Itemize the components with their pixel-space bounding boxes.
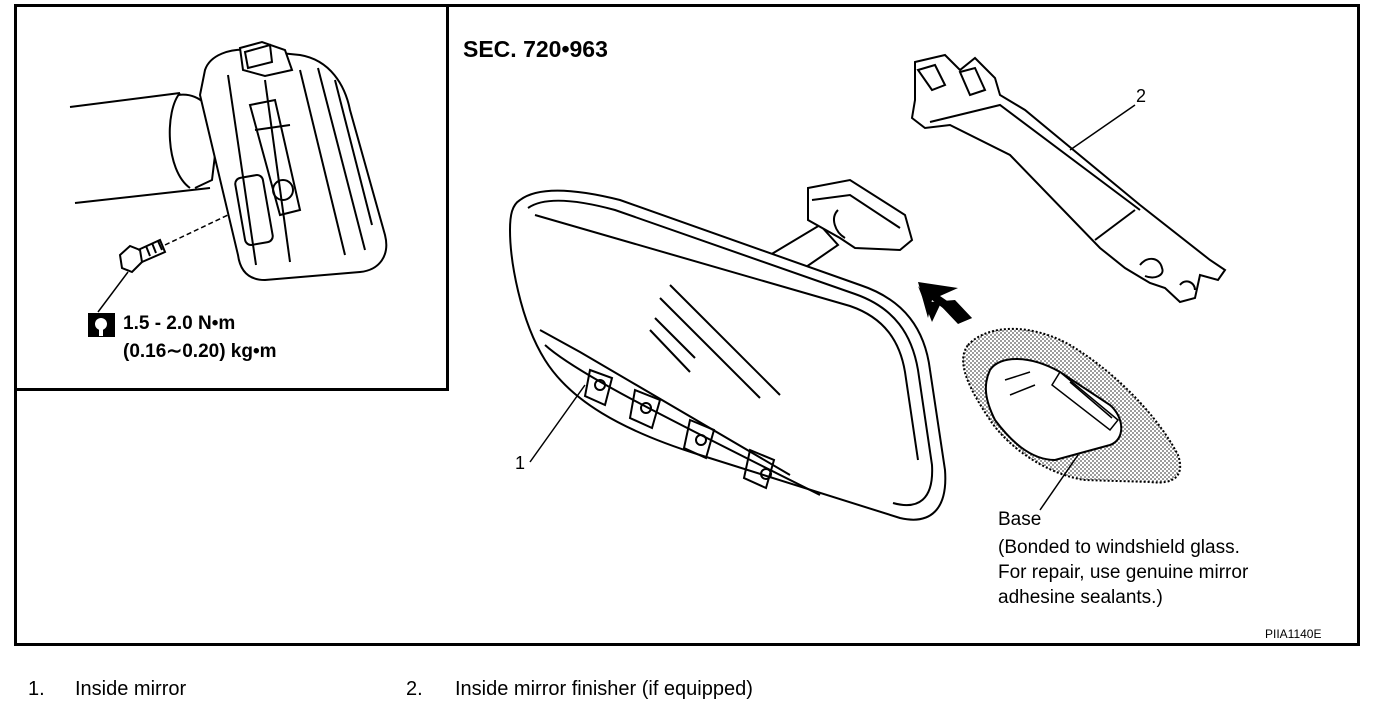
torque-value-kgm: (0.16∼0.20) kg•m: [123, 341, 277, 362]
base-note-line-4: adhesine sealants.): [998, 587, 1163, 608]
base-note-line-3: For repair, use genuine mirror: [998, 562, 1249, 583]
install-direction-arrow: [918, 282, 972, 324]
legend-text-2: Inside mirror finisher (if equipped): [455, 678, 753, 700]
detail-inset-frame: [14, 4, 449, 391]
callout-number-1: 1: [515, 453, 526, 473]
legend-number-2: 2.: [406, 678, 423, 700]
torque-value-nm: 1.5 - 2.0 N•m: [123, 313, 236, 334]
mirror-finisher-drawing: [910, 53, 1227, 304]
figure-frame: [14, 4, 1360, 646]
inset-mount-drawing: [69, 40, 388, 313]
mirror-base-drawing: [962, 327, 1182, 511]
torque-wrench-icon: [88, 313, 115, 337]
inside-mirror-drawing: [508, 178, 947, 521]
screw-drawing: [118, 214, 229, 274]
base-note-title: Base: [998, 509, 1042, 530]
section-label: SEC. 720•963: [463, 36, 608, 62]
base-note-line-2: (Bonded to windshield glass.: [998, 537, 1240, 558]
legend-number-1: 1.: [28, 678, 45, 700]
figure-code: PIIA1140E: [1265, 627, 1322, 641]
callout-number-2: 2: [1136, 86, 1147, 106]
legend-text-1: Inside mirror: [75, 678, 187, 700]
